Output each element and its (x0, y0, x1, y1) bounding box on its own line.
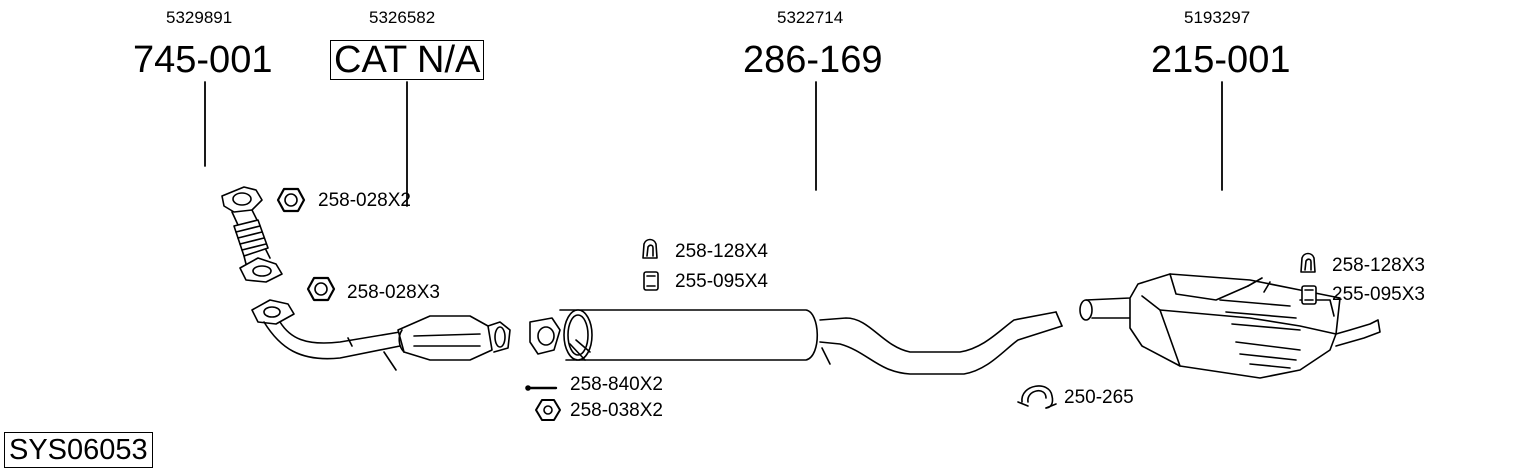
accessory-label: 258-038X2 (570, 400, 663, 421)
leader-lines (204, 81, 1223, 207)
pipe-clamp-icon (1017, 385, 1057, 409)
rubber-mount-icon (643, 271, 659, 291)
part-number: 745-001 (133, 39, 273, 81)
rubber-hanger-icon (642, 238, 658, 259)
oem-number: 5193297 (1184, 8, 1251, 27)
flange-nut-icon (535, 399, 561, 421)
part-number: 215-001 (1151, 39, 1291, 81)
accessory-label: 258-028X2 (318, 190, 411, 211)
accessory-label: 258-128X3 (1332, 255, 1425, 276)
accessory-label: 258-028X3 (347, 282, 440, 303)
rubber-hanger-icon (1300, 252, 1316, 273)
front-flex-pipe (221, 186, 283, 283)
bolt-icon (525, 385, 558, 391)
oem-number: 5329891 (166, 8, 233, 27)
middle-silencer (529, 309, 1063, 375)
catalytic-converter (251, 299, 511, 371)
hex-nut-icon (306, 276, 336, 302)
rubber-mount-icon (1301, 285, 1317, 305)
accessory-label: 255-095X3 (1332, 284, 1425, 305)
part-number-boxed: CAT N/A (330, 40, 485, 80)
accessory-label: 250-265 (1064, 387, 1134, 408)
oem-number: 5322714 (777, 8, 844, 27)
system-code: SYS06053 (4, 432, 153, 468)
oem-number: 5326582 (369, 8, 436, 27)
accessory-label: 258-840X2 (570, 374, 663, 395)
accessory-label: 258-128X4 (675, 241, 768, 262)
accessory-label: 255-095X4 (675, 271, 768, 292)
hex-nut-icon (276, 187, 306, 213)
part-number: 286-169 (743, 39, 883, 81)
